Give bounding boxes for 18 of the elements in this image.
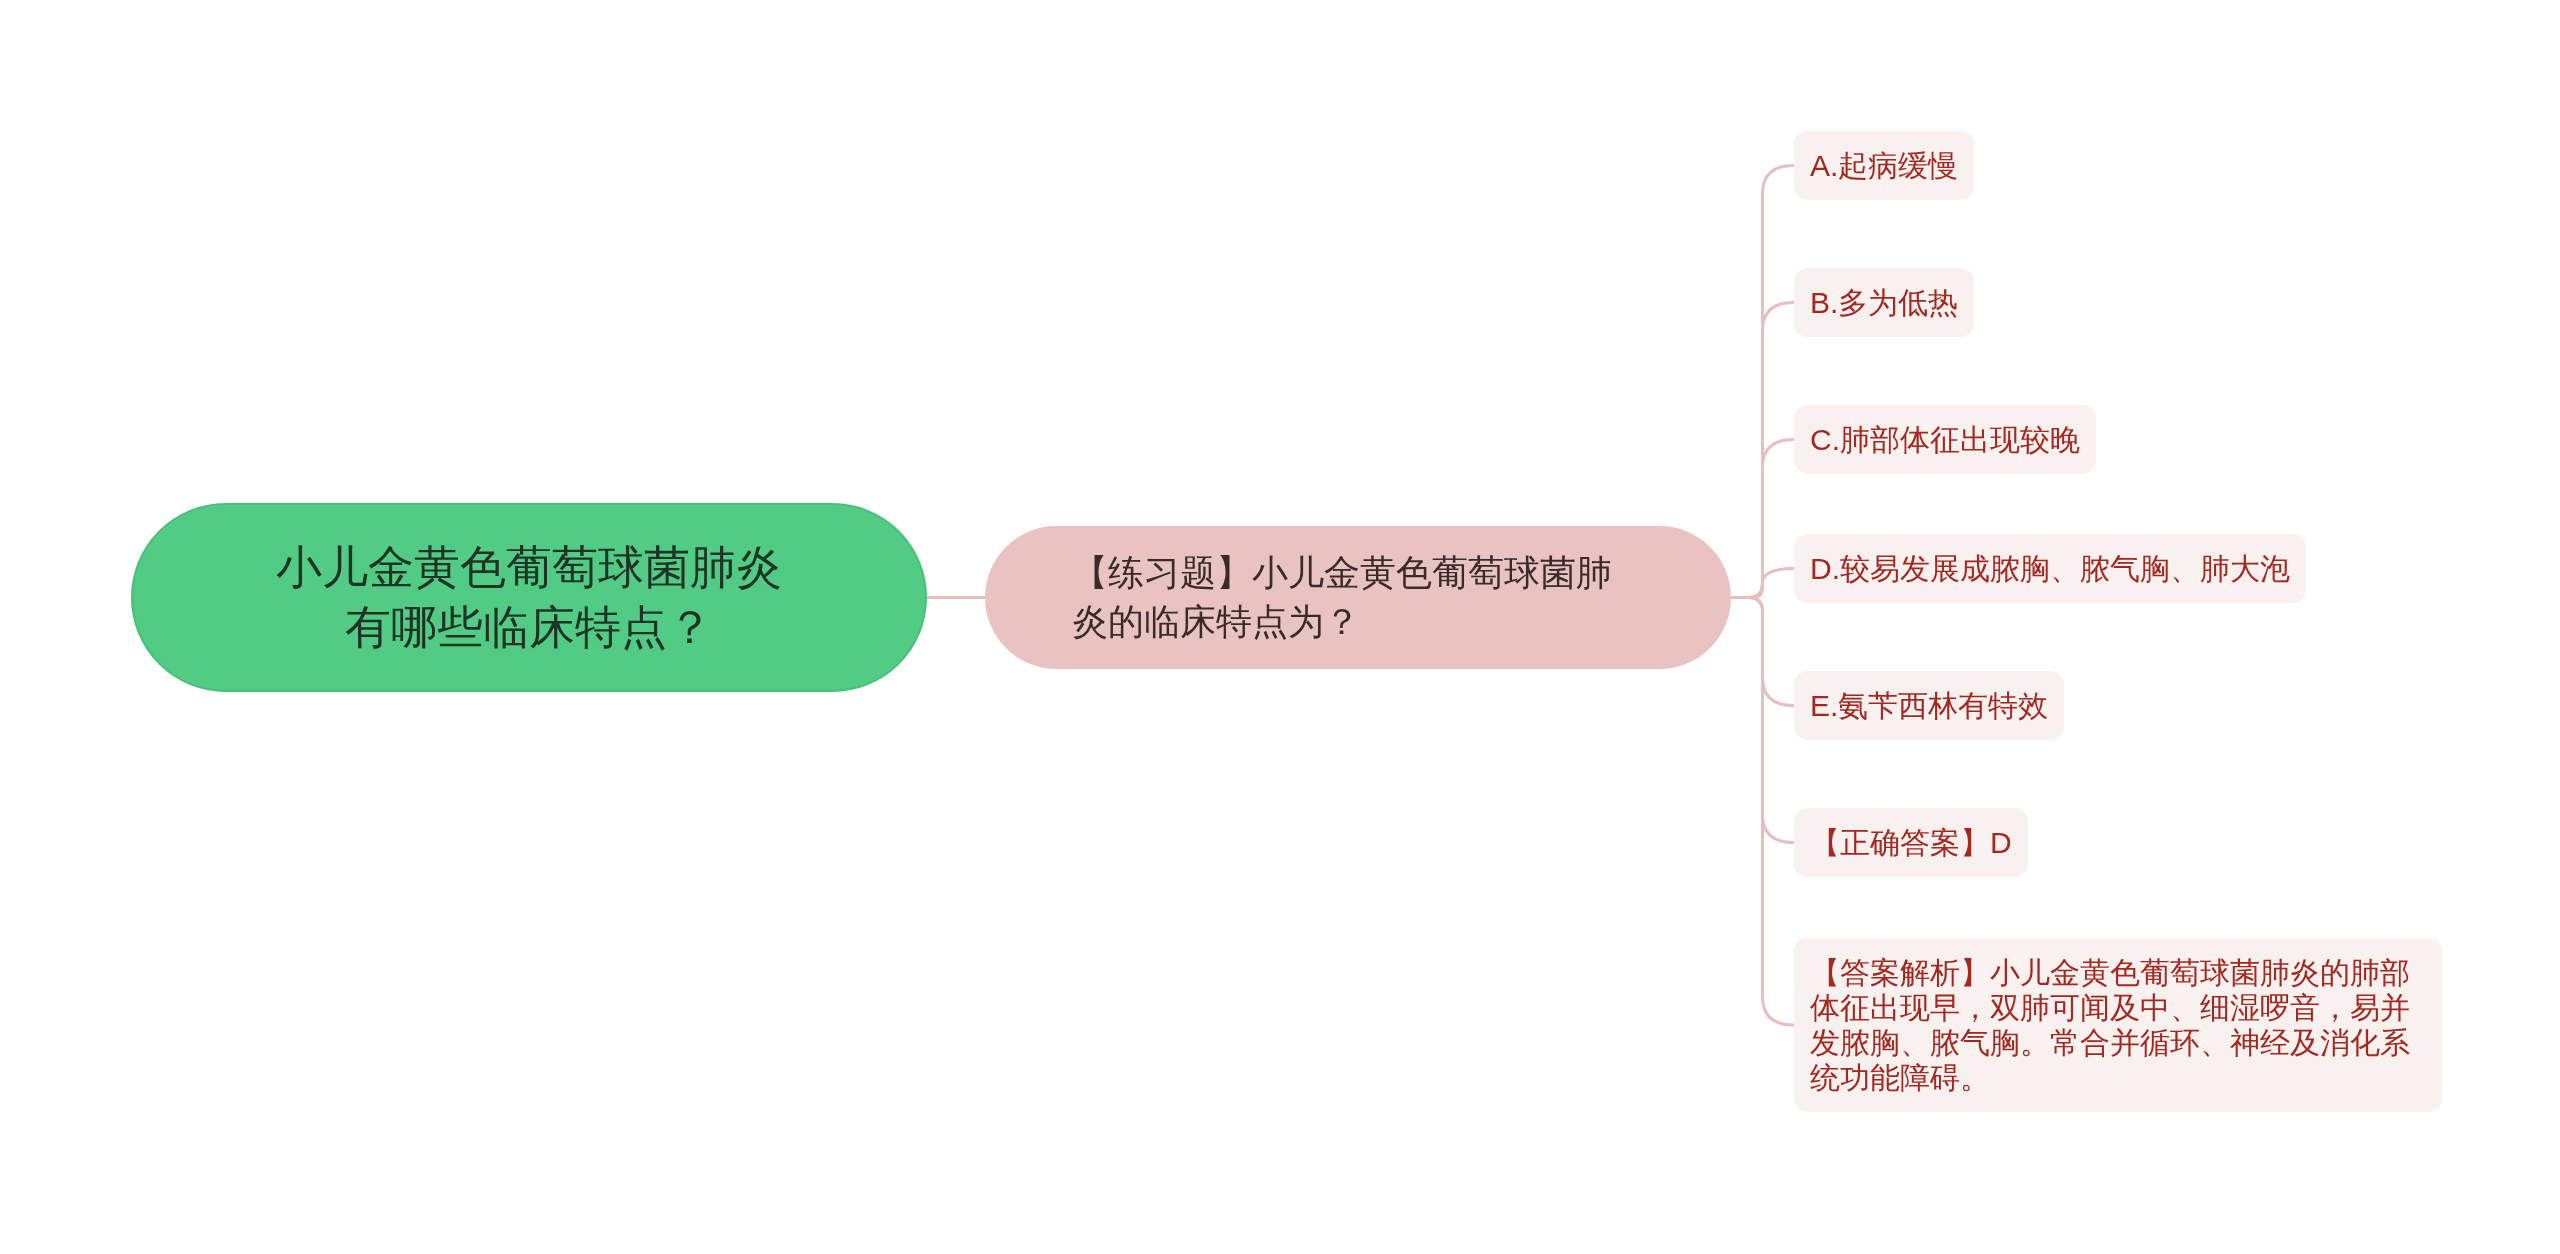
answer-box [1794,671,2065,740]
subtopic-text: 【练习题】小儿金黄色葡萄球菌肺炎的临床特点为？ [1072,550,1613,644]
answer-box [1794,268,1975,337]
answer-box [1794,808,2028,877]
answer-text: E.氨苄西林有特效 [1810,688,2049,723]
answer-box [1794,405,2096,474]
answer-text: 【答案解析】小儿金黄色葡萄球菌肺炎的肺部体征出现早，双肺可闻及中、细湿啰音，易并发脓胸、脓气胸。常合并循环、神经及消化系统功能障碍。 [1810,955,2411,1095]
answer-text: A.起病缓慢 [1810,148,1959,183]
answer-text: C.肺部体征出现较晚 [1810,422,2080,457]
connector-line [927,596,985,599]
answer-box [1794,131,1975,200]
answer-box [1794,938,2442,1112]
answer-text: 【正确答案】D [1810,825,2012,860]
answer-box [1794,534,2306,603]
answer-text: B.多为低热 [1810,285,1959,320]
answer-text: D.较易发展成脓胸、脓气胸、肺大泡 [1810,551,2290,586]
topic-text: 小儿金黄色葡萄球菌肺炎有哪些临床特点？ [275,539,783,655]
connector-line [1731,596,1795,1027]
